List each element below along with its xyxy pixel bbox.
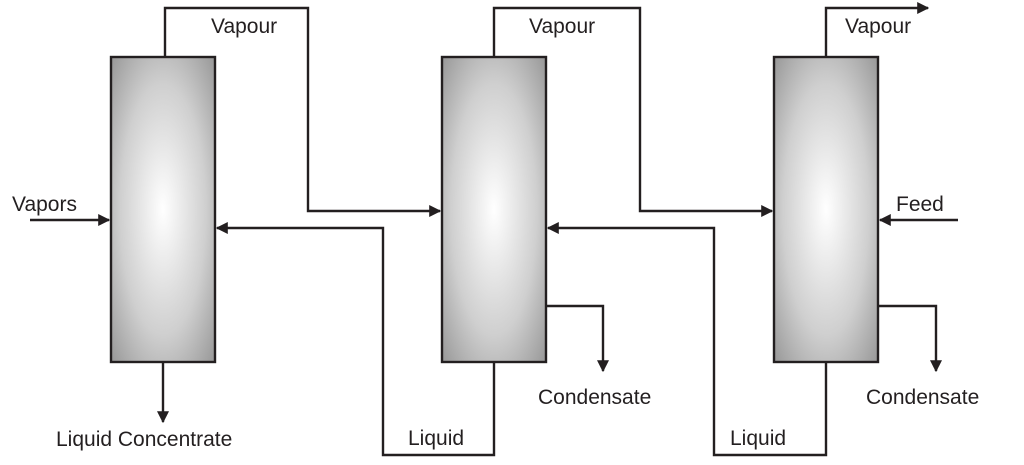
vapors-inlet-label: Vapors	[12, 193, 77, 216]
condensate-label-2: Condensate	[866, 386, 979, 409]
liquid-label-2: Liquid	[730, 427, 786, 450]
vapour-label-1: Vapour	[211, 15, 277, 38]
vessel-1	[109, 55, 217, 364]
vessel-3	[772, 55, 880, 364]
liquid-label-1: Liquid	[408, 427, 464, 450]
condensate-outlet-2	[878, 304, 942, 373]
liquid-concentrate-label: Liquid Concentrate	[56, 428, 232, 451]
liquid-pipe-2	[546, 222, 828, 457]
vessel-2	[440, 55, 548, 364]
feed-label: Feed	[896, 193, 944, 216]
vapour-label-2: Vapour	[529, 15, 595, 38]
vapour-label-3: Vapour	[845, 15, 911, 38]
vapour-outlet	[824, 2, 930, 57]
condensate-label-1: Condensate	[538, 386, 651, 409]
vapour-pipe-2	[492, 6, 774, 217]
vapour-pipe-1	[163, 6, 442, 217]
condensate-outlet-1	[546, 304, 609, 373]
liquid-pipe-1	[215, 222, 496, 457]
